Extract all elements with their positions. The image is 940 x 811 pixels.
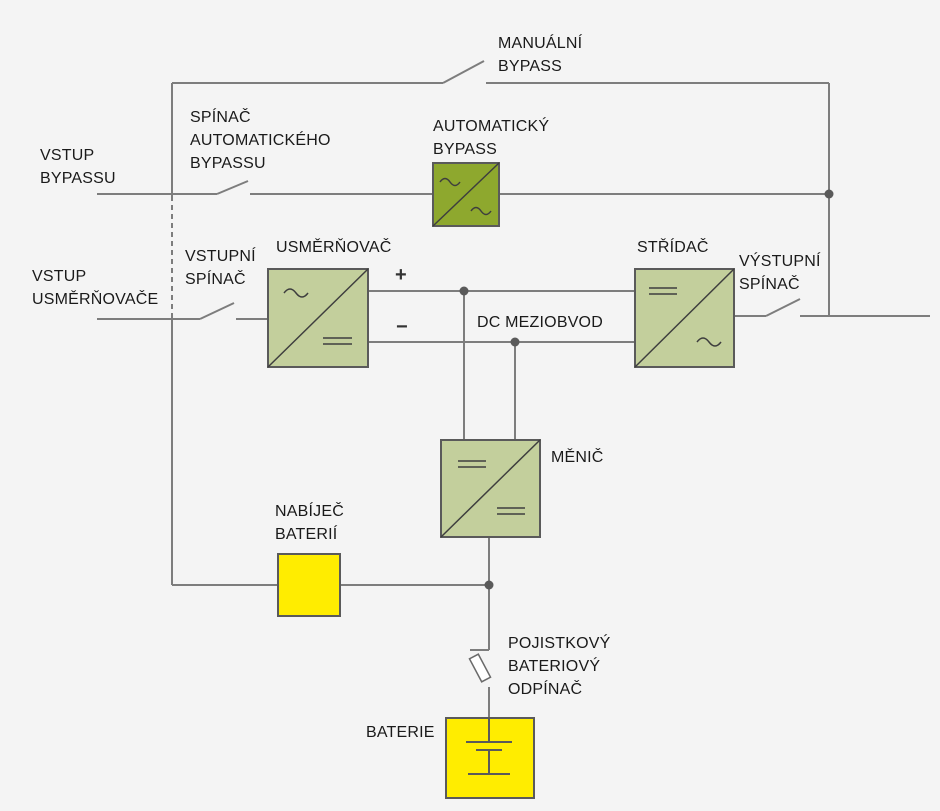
battery-charger-block [277,553,341,617]
bypass-junction-dot [824,189,834,199]
battery-block [445,717,535,799]
inverter-label: STŘÍDAČ [637,239,709,256]
manual-bypass-switch-blade [442,60,485,84]
inverter-block [634,268,735,368]
converter-block [440,439,541,538]
rectifier-label: USMĚRŇOVAČ [276,239,392,256]
converter-label: MĚNIČ [551,449,604,466]
automatic-bypass-block [432,162,500,227]
battery-label: BATERIE [366,724,435,741]
auto-bypass-switch-blade [216,180,249,195]
junctions [459,189,834,590]
input-switch-blade [199,302,235,320]
wires [97,60,930,718]
ac-wave-icon [696,337,722,347]
output-switch-blade [765,298,801,317]
minus-sign: − [396,316,408,338]
ac-wave-icon [470,206,492,216]
dc-link-label: DC MEZIOBVOD [477,314,603,331]
fuse-icon [468,649,492,683]
dc-plus-junction-dot [459,286,469,296]
dc-minus-junction-dot [510,337,520,347]
ac-wave-icon [283,288,309,298]
plus-sign: + [395,264,407,286]
battery-junction-dot [484,580,494,590]
rectifier-block [267,268,369,368]
ac-wave-icon [439,177,461,187]
